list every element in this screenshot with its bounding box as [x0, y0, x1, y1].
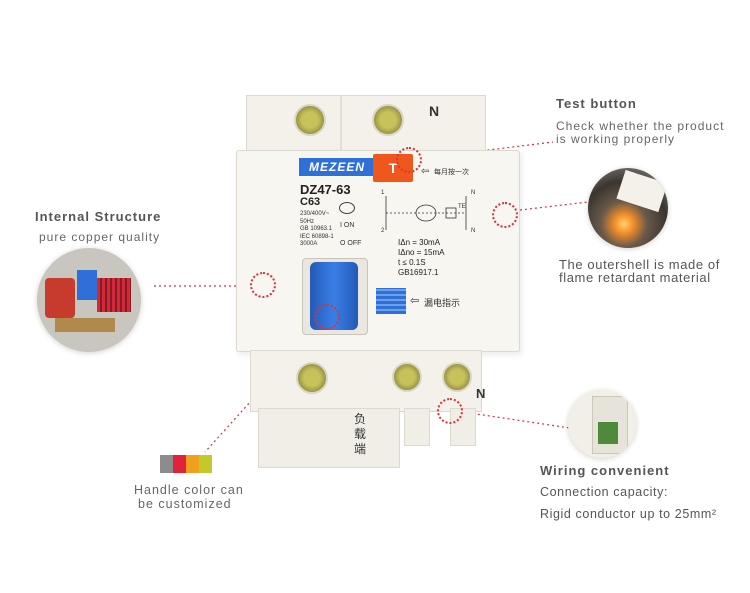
color-swatch-orange: [186, 455, 199, 473]
color-swatch-red: [173, 455, 186, 473]
highlight-internal: [250, 272, 276, 298]
internal-structure-photo: [37, 248, 141, 352]
highlight-terminal: [437, 398, 463, 424]
internal-structure-title: Internal Structure: [35, 209, 162, 224]
top-housing: [246, 95, 486, 153]
leak-indicator-label: 漏电指示: [424, 298, 461, 308]
terminal-top-label: N: [429, 103, 440, 119]
wiring-desc-2: Rigid conductor up to 25mm²: [540, 507, 717, 521]
spec-line: 50Hz: [300, 218, 315, 225]
spec-list: 230/400V~ 50Hz GB 10963.1 IEC 60898-1 30…: [300, 211, 346, 249]
breaker-device: N MEZEEN DZ47-63 C63 230/400V~ 50Hz GB 1…: [236, 90, 526, 470]
screw-icon: [294, 104, 326, 136]
internal-structure-subtitle: pure copper quality: [39, 230, 161, 244]
color-swatch-gray: [160, 455, 173, 473]
spec-line: IEC 60898-1: [300, 233, 334, 240]
terminal-photo: [568, 390, 636, 458]
off-label: O OFF: [340, 240, 362, 247]
color-swatch-yellow: [199, 455, 212, 473]
on-label: I ON: [340, 222, 355, 229]
spec-row: t ≤ 0.1S: [398, 258, 426, 267]
circuit-diagram: [385, 196, 467, 230]
terminal-leg: [404, 408, 430, 446]
spec-line: 230/400V~: [300, 211, 330, 217]
test-button-desc: Check whether the product is working pro…: [556, 119, 725, 146]
arrow-left-icon: ⇦: [410, 295, 420, 307]
test-note: 每月按一次: [434, 169, 469, 176]
spec-rows: IΔn = 30mA IΔno = 15mA t ≤ 0.1S GB16917.…: [398, 238, 445, 278]
standard-label: GB16917.1: [398, 268, 439, 277]
outershell-connector: [519, 201, 589, 211]
arrow-left-icon: ⇦: [421, 166, 430, 177]
diagram-label: 2: [381, 228, 385, 234]
base-housing: [258, 408, 400, 468]
brand-plate: MEZEEN: [299, 158, 375, 176]
handle-color-desc: Handle color can be customized: [134, 483, 244, 511]
wiring-connector: [462, 411, 571, 429]
leak-indicator-window: [376, 288, 406, 314]
spec-line: GB 10963.1: [300, 226, 333, 232]
wiring-title: Wiring convenient: [540, 463, 670, 478]
screw-icon: [442, 362, 472, 392]
spec-row: IΔn = 30mA: [398, 238, 441, 247]
diagram-label: N: [471, 228, 476, 234]
terminal-bottom-label: N: [476, 386, 486, 401]
highlight-handle: [314, 304, 340, 330]
spec-line: 3000A: [300, 241, 318, 247]
top-housing-divider: [340, 95, 342, 151]
screw-icon: [372, 104, 404, 136]
rating-label: C63: [300, 196, 321, 208]
test-button-connector: [407, 141, 554, 161]
outershell-desc: The outershell is made of flame retardan…: [559, 257, 720, 285]
load-side-label: 负载端: [354, 412, 367, 456]
model-label: DZ47-63: [300, 182, 351, 197]
spec-row: IΔno = 15mA: [398, 248, 445, 257]
screw-icon: [296, 362, 328, 394]
diagram-label: 1: [381, 190, 385, 196]
front-panel: [236, 150, 520, 352]
flame-test-photo: [588, 168, 668, 248]
ccc-mark-icon: [339, 202, 355, 214]
highlight-outershell: [492, 202, 518, 228]
te-mark: TE: [458, 204, 466, 210]
highlight-test-button: [396, 147, 422, 173]
screw-icon: [392, 362, 422, 392]
diagram-label: N: [471, 190, 476, 196]
test-button-title: Test button: [556, 96, 637, 111]
wiring-desc-1: Connection capacity:: [540, 485, 669, 499]
